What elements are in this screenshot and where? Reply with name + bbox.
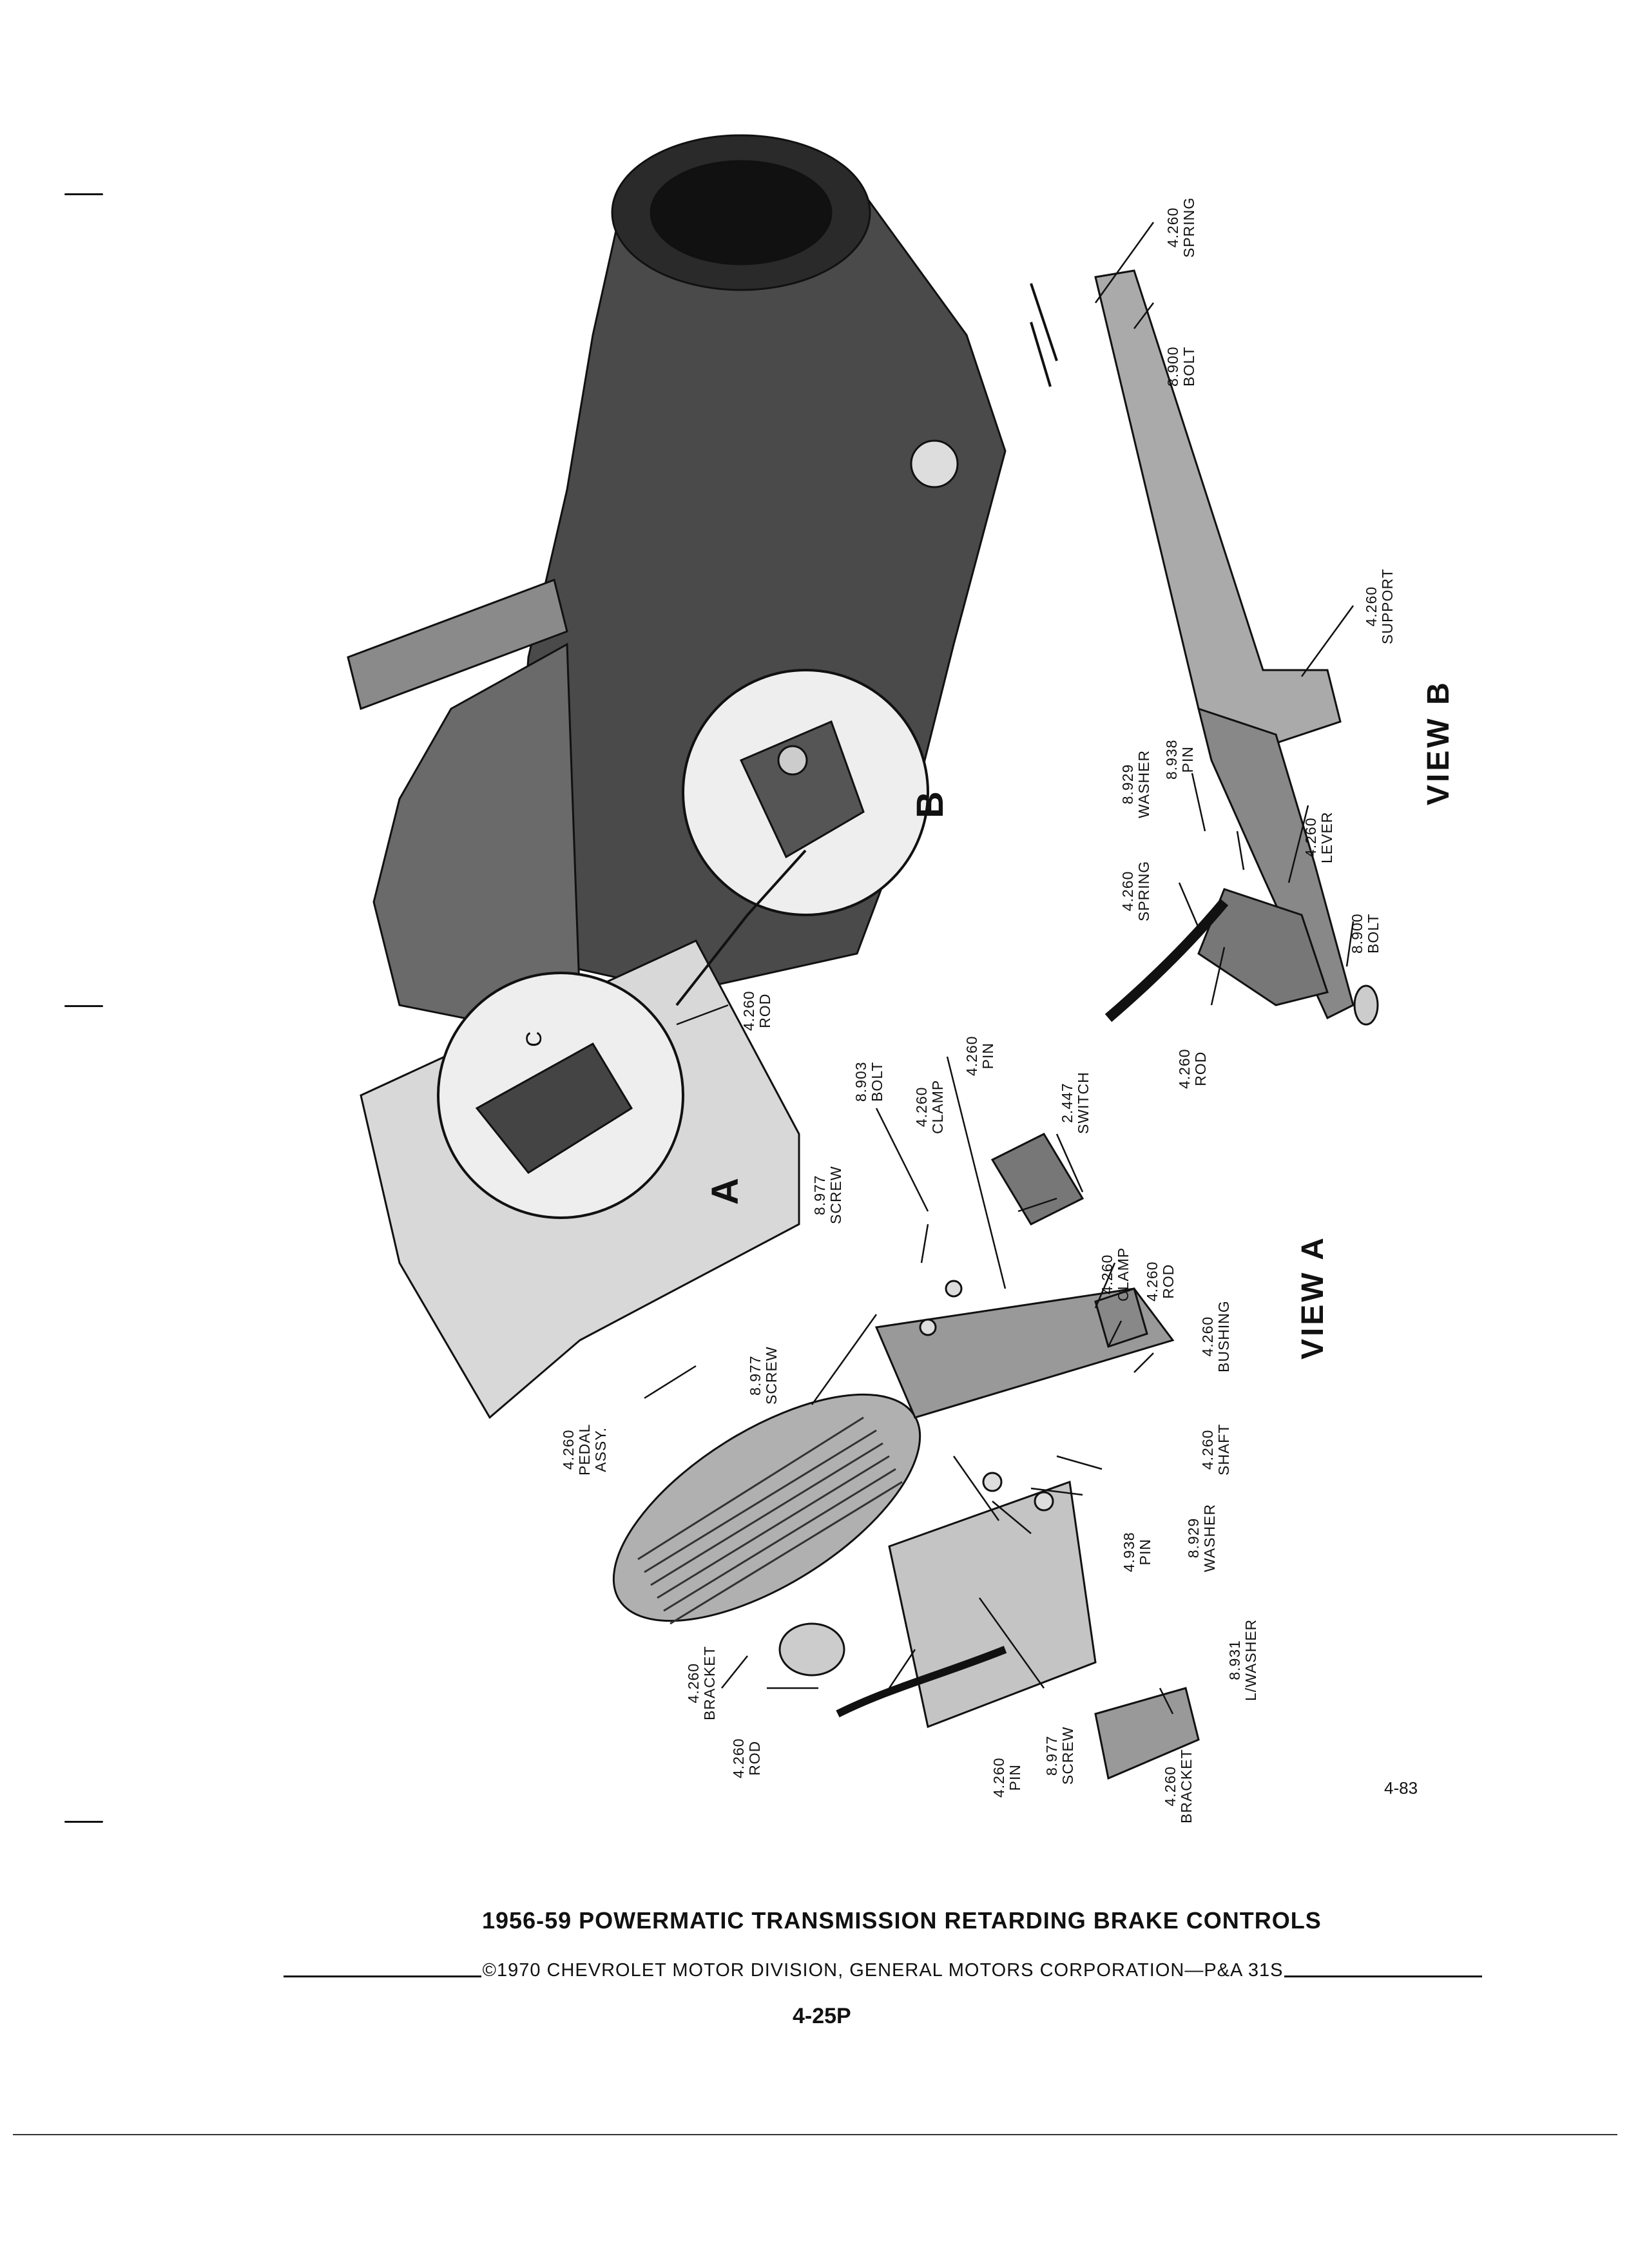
view-a-pedal-assembly [612,1133,1200,1780]
margin-tick-top [64,193,103,195]
view-b-title: VIEW B [1422,680,1456,805]
copyright-line: ©1970 CHEVROLET MOTOR DIVISION, GENERAL … [284,1960,1483,1981]
detail-marker-c: C [522,1031,546,1047]
page-title: 1956-59 POWERMATIC TRANSMISSION RETARDIN… [482,1907,1322,1934]
detail-marker-b: B [909,791,951,818]
margin-tick-middle [64,1005,103,1007]
transmission-housing [347,134,1007,1032]
copyright-rule-right [1284,1975,1483,1977]
view-b-lever-assembly [1030,269,1379,1026]
copyright-text: ©1970 CHEVROLET MOTOR DIVISION, GENERAL … [482,1960,1284,1981]
copyright-rule-left [284,1975,481,1977]
figure-number: 4-83 [1384,1778,1418,1798]
margin-tick-bottom [64,1821,103,1823]
control-rod [675,849,807,1006]
view-a-title: VIEW A [1296,1235,1330,1360]
bottom-rule [13,2134,1617,2135]
page-number: 4-25P [793,2004,851,2028]
callout-leader-lines [644,222,1354,1715]
detail-marker-a: A [704,1178,746,1205]
